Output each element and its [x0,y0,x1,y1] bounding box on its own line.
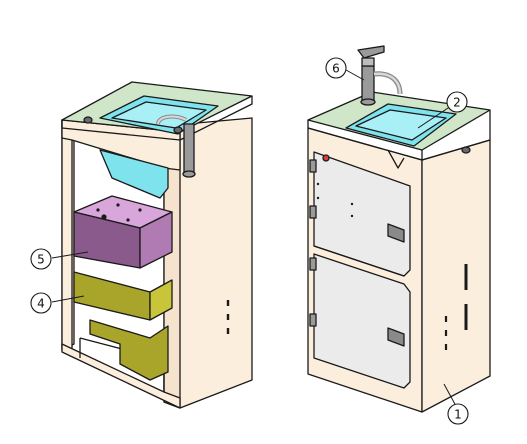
callout-circle-2 [446,91,468,113]
callout-leaders [51,69,457,407]
callout-circle-5 [30,248,52,270]
callout-label-5: 5 [37,253,45,267]
right-upper-door-handle [387,223,405,243]
leader-6 [345,69,365,81]
callout-circle-4 [30,292,52,314]
left-yellow-tank-lower [89,319,169,381]
right-faucet [361,65,375,103]
leader-2 [417,103,455,129]
callout-circle-1 [447,403,469,425]
right-cabinet-unit [307,45,491,413]
callout-label-6: 6 [332,62,340,76]
right-door-hinges [309,159,317,327]
left-basin-bowl [99,149,169,199]
callout-label-4: 4 [37,297,45,311]
leader-5 [51,251,89,259]
left-tank-bolts [96,203,142,222]
left-cabinet-base [61,343,181,409]
right-knob [461,146,471,154]
left-yellow-tank-front [73,271,151,321]
callout-label-1: 1 [454,408,462,422]
left-faucet [183,123,195,175]
left-yellow-tank-side [149,279,173,321]
left-purple-tank-side [139,211,173,269]
left-knob [83,116,93,124]
right-lower-door-handle [387,327,405,347]
right-upper-door [313,151,411,277]
left-cabinet-front-left-post [61,119,73,351]
leader-1 [443,383,457,407]
right-cabinet-side [421,139,491,413]
right-faucet-lever [357,45,385,59]
callout-circles [30,57,469,425]
right-lower-door [313,253,411,389]
right-door-dots [316,182,354,218]
leader-4 [51,295,85,303]
right-indicator-light [322,154,330,162]
callout-label-2: 2 [453,96,461,110]
callout-circle-6 [325,57,347,79]
left-cabinet-unit [61,81,253,409]
